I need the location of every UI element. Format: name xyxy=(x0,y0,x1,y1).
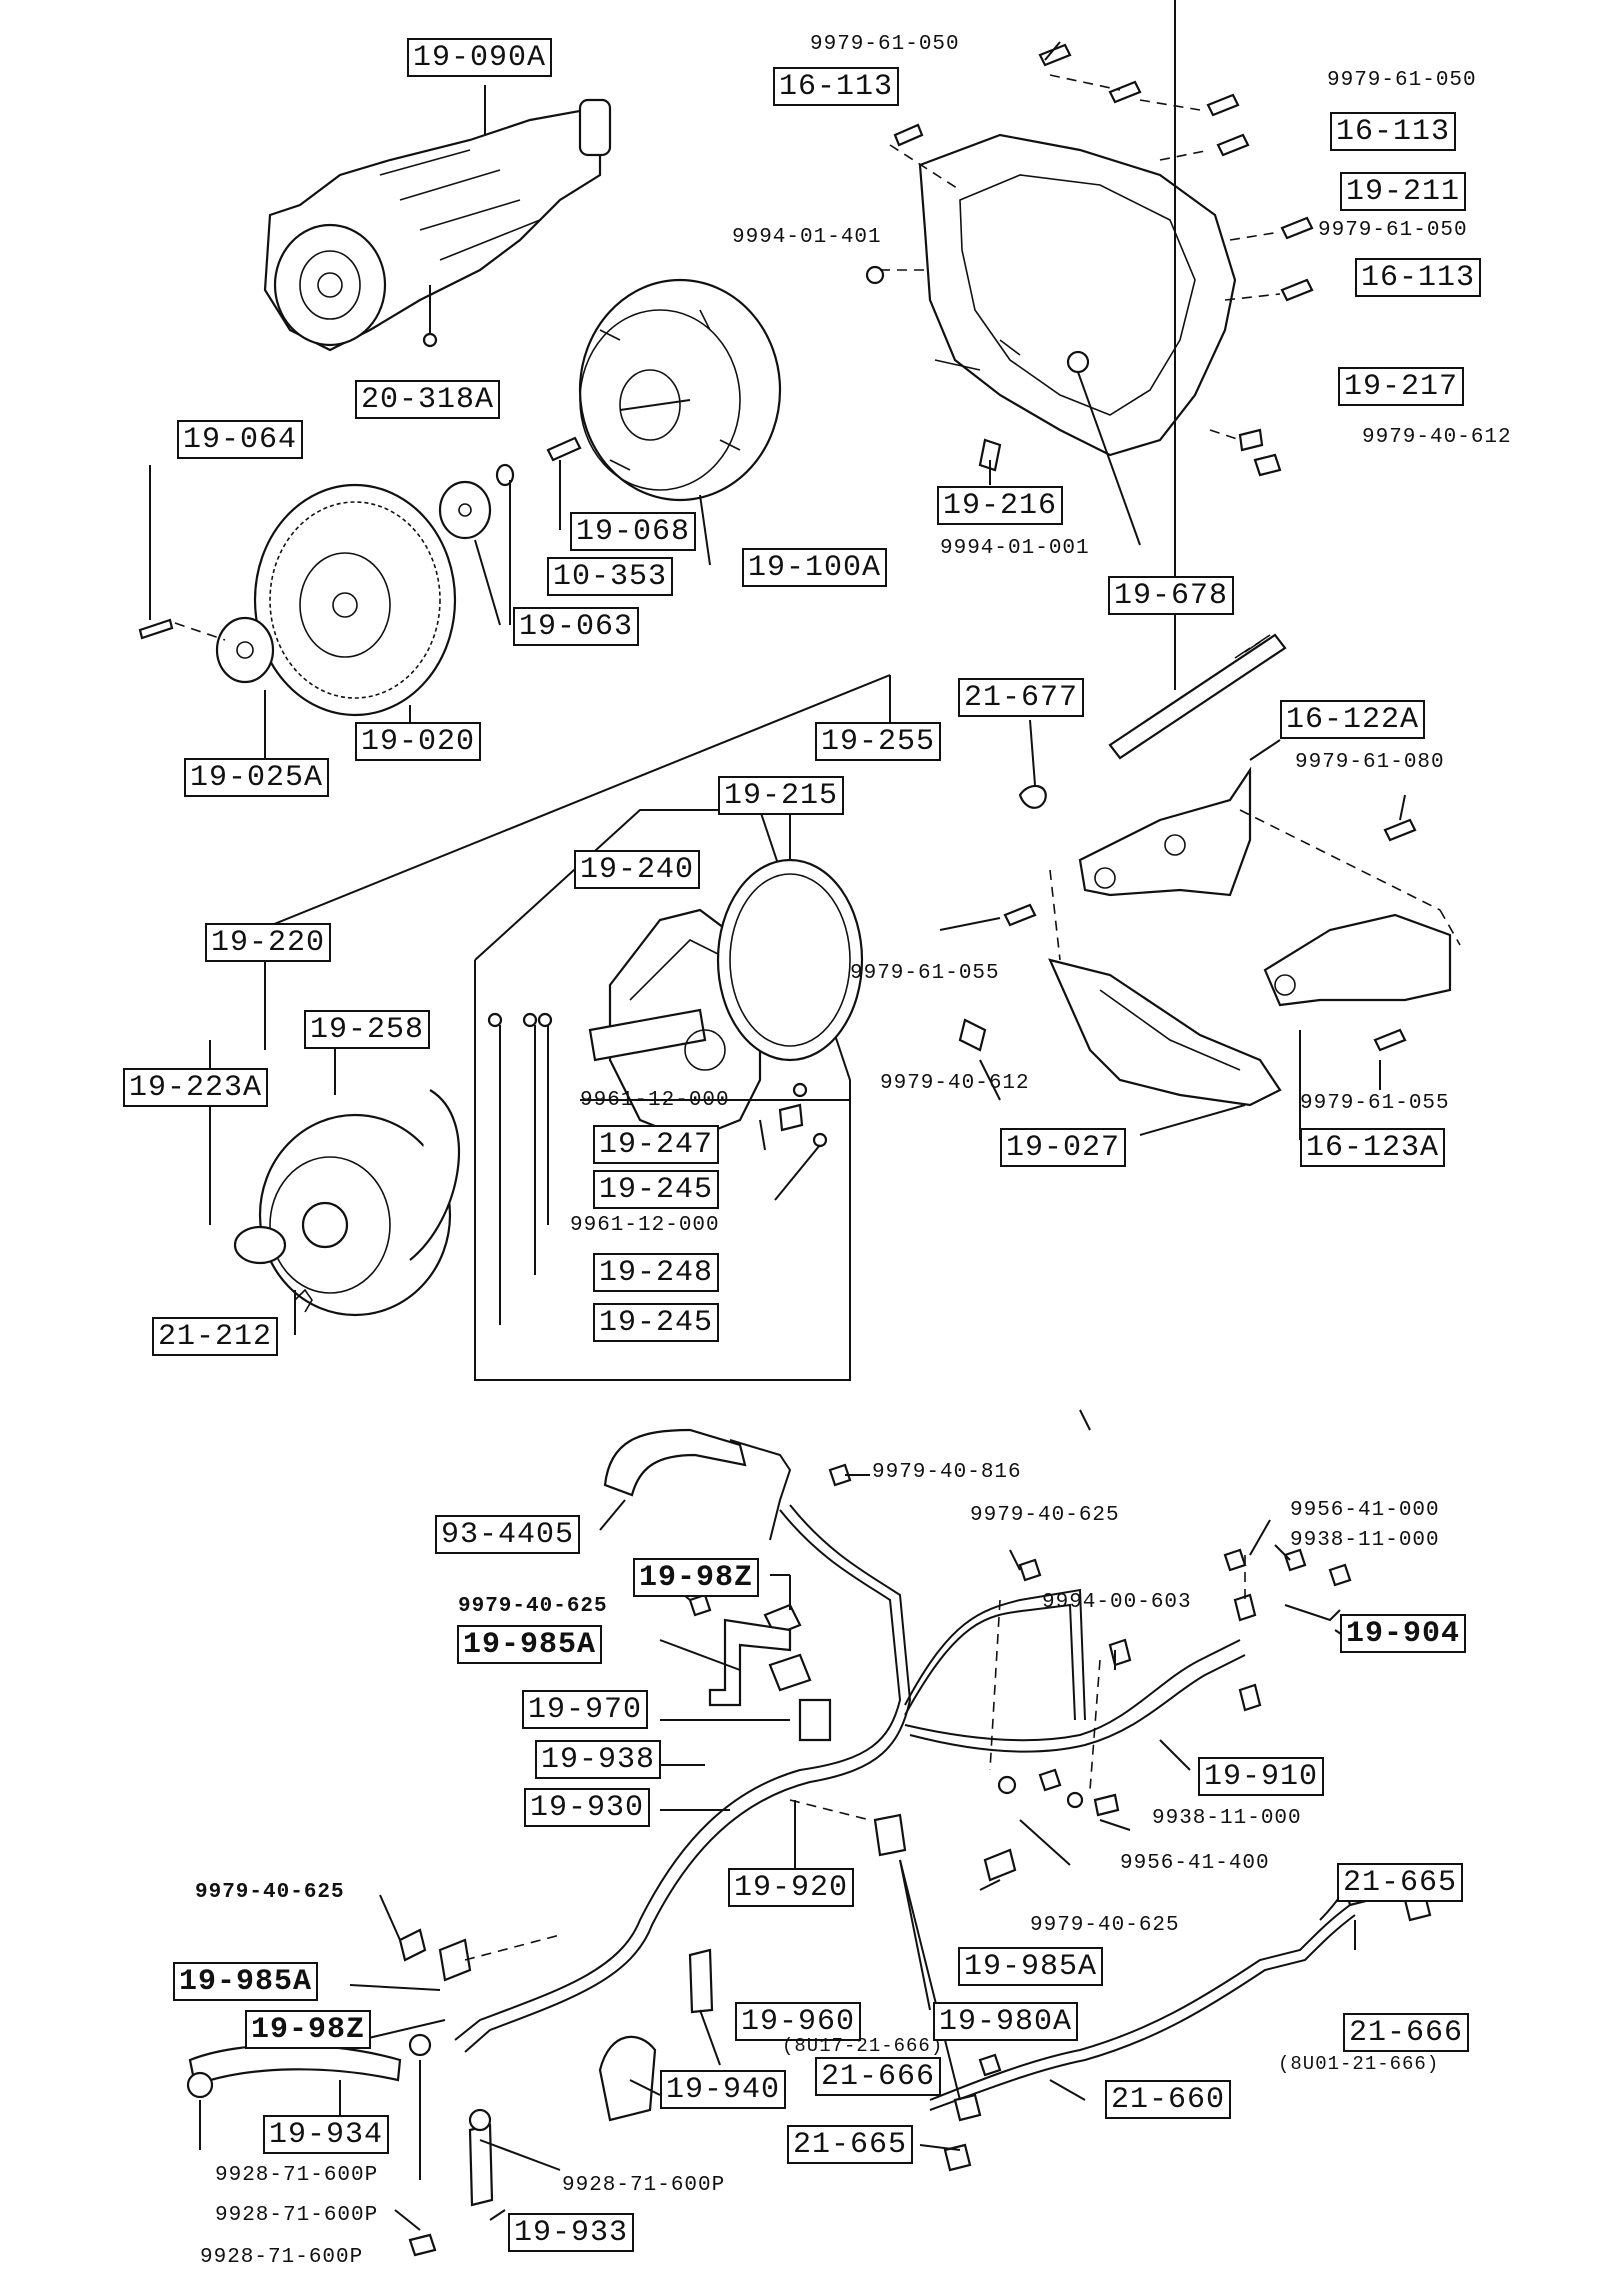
part-label-20-318a: 20-318A xyxy=(355,380,501,419)
part-label-9928-71-600p-a: 9928-71-600P xyxy=(215,2164,379,2187)
part-label-19-217: 19-217 xyxy=(1338,367,1465,406)
part-label-9961-12-000-a: 9961-12-000 xyxy=(580,1089,730,1112)
part-label-8u17: (8U17-21-666) xyxy=(782,2035,944,2057)
oil-pump-drawing xyxy=(209,674,891,1381)
part-label-19-930: 19-930 xyxy=(524,1788,651,1827)
part-label-19-258: 19-258 xyxy=(304,1010,431,1049)
part-label-19-920: 19-920 xyxy=(728,1868,855,1907)
part-label-19-98z-b: 19-98Z xyxy=(245,2010,372,2049)
part-label-19-215: 19-215 xyxy=(718,776,845,815)
part-label-19-063: 19-063 xyxy=(513,607,640,646)
part-label-19-211: 19-211 xyxy=(1340,172,1467,211)
part-label-19-985a-b: 19-985A xyxy=(958,1947,1104,1986)
part-label-19-216: 19-216 xyxy=(937,486,1064,525)
part-label-16-113-b: 16-113 xyxy=(1330,112,1457,151)
part-label-21-665-a: 21-665 xyxy=(1337,1863,1464,1902)
part-label-21-665-b: 21-665 xyxy=(787,2125,914,2164)
torque-converter-drawing xyxy=(578,278,782,566)
part-label-16-113-a: 16-113 xyxy=(773,67,900,106)
part-label-19-910: 19-910 xyxy=(1198,1757,1325,1796)
part-label-9979-40-625-b: 9979-40-625 xyxy=(458,1595,608,1618)
part-label-19-248: 19-248 xyxy=(593,1253,720,1292)
part-label-19-985a-c: 19-985A xyxy=(173,1962,319,2001)
part-label-9928-71-600p-d: 9928-71-600P xyxy=(200,2246,364,2269)
part-label-9961-12-000-b: 9961-12-000 xyxy=(570,1214,720,1237)
flywheel-drawing xyxy=(138,465,457,770)
part-label-19-960: 19-960 xyxy=(735,2002,862,2041)
part-label-9979-61-050-b: 9979-61-050 xyxy=(1327,69,1477,92)
part-label-93-4405: 93-4405 xyxy=(435,1515,581,1554)
part-label-19-100a: 19-100A xyxy=(742,548,888,587)
part-label-19-223a: 19-223A xyxy=(123,1068,269,1107)
part-label-19-933: 19-933 xyxy=(508,2213,635,2252)
input-shaft-drawing xyxy=(1018,0,1287,809)
part-label-19-255: 19-255 xyxy=(815,722,942,761)
part-label-19-068: 19-068 xyxy=(570,512,697,551)
part-label-19-934: 19-934 xyxy=(263,2115,390,2154)
part-label-19-025a: 19-025A xyxy=(184,758,330,797)
part-label-9956-41-400: 9956-41-400 xyxy=(1120,1852,1270,1875)
part-label-19-020: 19-020 xyxy=(355,722,482,761)
transmission-assembly-drawing xyxy=(263,85,612,352)
part-label-19-678: 19-678 xyxy=(1108,576,1235,615)
part-label-9938-11-000-b: 9938-11-000 xyxy=(1152,1807,1302,1830)
part-label-9956-41-000: 9956-41-000 xyxy=(1290,1499,1440,1522)
part-label-21-666-a: 21-666 xyxy=(815,2057,942,2096)
part-label-9928-71-600p-b: 9928-71-600P xyxy=(562,2174,726,2197)
part-label-16-122a: 16-122A xyxy=(1280,700,1426,739)
part-label-9938-11-000-a: 9938-11-000 xyxy=(1290,1529,1440,1552)
cooler-pipes-drawing xyxy=(186,1428,1432,2257)
part-label-21-677: 21-677 xyxy=(958,678,1085,717)
part-label-9979-61-055-a: 9979-61-055 xyxy=(850,962,1000,985)
part-label-19-904: 19-904 xyxy=(1340,1614,1467,1653)
part-label-8u01: (8U01-21-666) xyxy=(1278,2053,1440,2075)
part-label-9979-40-612-b: 9979-40-612 xyxy=(880,1072,1030,1095)
case-bolts-drawing xyxy=(865,41,1314,546)
flex-plate-parts-drawing xyxy=(438,436,582,626)
part-label-19-980a: 19-980A xyxy=(933,2002,1079,2041)
part-label-9928-71-600p-c: 9928-71-600P xyxy=(215,2204,379,2227)
part-label-19-98z-a: 19-98Z xyxy=(633,1558,760,1597)
part-label-9979-40-625-a: 9979-40-625 xyxy=(970,1504,1120,1527)
part-label-21-660: 21-660 xyxy=(1105,2080,1232,2119)
part-label-9994-00-603: 9994-00-603 xyxy=(1042,1591,1192,1614)
part-label-16-113-c: 16-113 xyxy=(1355,258,1482,297)
mount-brackets-drawing xyxy=(939,739,1461,1140)
part-label-9994-01-401: 9994-01-401 xyxy=(732,226,882,249)
part-label-9979-61-055-b: 9979-61-055 xyxy=(1300,1092,1450,1115)
part-label-19-240: 19-240 xyxy=(574,850,701,889)
part-label-19-245-a: 19-245 xyxy=(593,1170,720,1209)
part-label-19-027: 19-027 xyxy=(1000,1128,1127,1167)
part-label-19-985a-a: 19-985A xyxy=(457,1625,603,1664)
part-label-19-970: 19-970 xyxy=(522,1690,649,1729)
part-label-9979-40-816: 9979-40-816 xyxy=(872,1461,1022,1484)
part-label-19-220: 19-220 xyxy=(205,923,332,962)
part-label-9979-40-625-d: 9979-40-625 xyxy=(1030,1914,1180,1937)
part-label-19-940: 19-940 xyxy=(660,2070,787,2109)
transmission-case-drawing xyxy=(918,133,1237,457)
part-label-19-064: 19-064 xyxy=(177,420,304,459)
part-label-21-212: 21-212 xyxy=(152,1317,279,1356)
part-label-19-247: 19-247 xyxy=(593,1125,720,1164)
part-label-9994-01-001: 9994-01-001 xyxy=(940,537,1090,560)
part-label-9979-61-050-a: 9979-61-050 xyxy=(810,33,960,56)
part-label-19-938: 19-938 xyxy=(535,1740,662,1779)
part-label-19-090a: 19-090A xyxy=(407,38,553,77)
part-label-9979-40-612-a: 9979-40-612 xyxy=(1362,426,1512,449)
part-label-16-123a: 16-123A xyxy=(1300,1128,1446,1167)
part-label-9979-40-625-c: 9979-40-625 xyxy=(195,1881,345,1904)
part-label-21-666-b: 21-666 xyxy=(1343,2013,1470,2052)
part-label-10-353: 10-353 xyxy=(547,557,674,596)
part-label-19-245-b: 19-245 xyxy=(593,1303,720,1342)
part-label-9979-61-050-c: 9979-61-050 xyxy=(1318,219,1468,242)
pump-housing-drawing xyxy=(209,960,461,1335)
part-label-9979-61-080: 9979-61-080 xyxy=(1295,751,1445,774)
